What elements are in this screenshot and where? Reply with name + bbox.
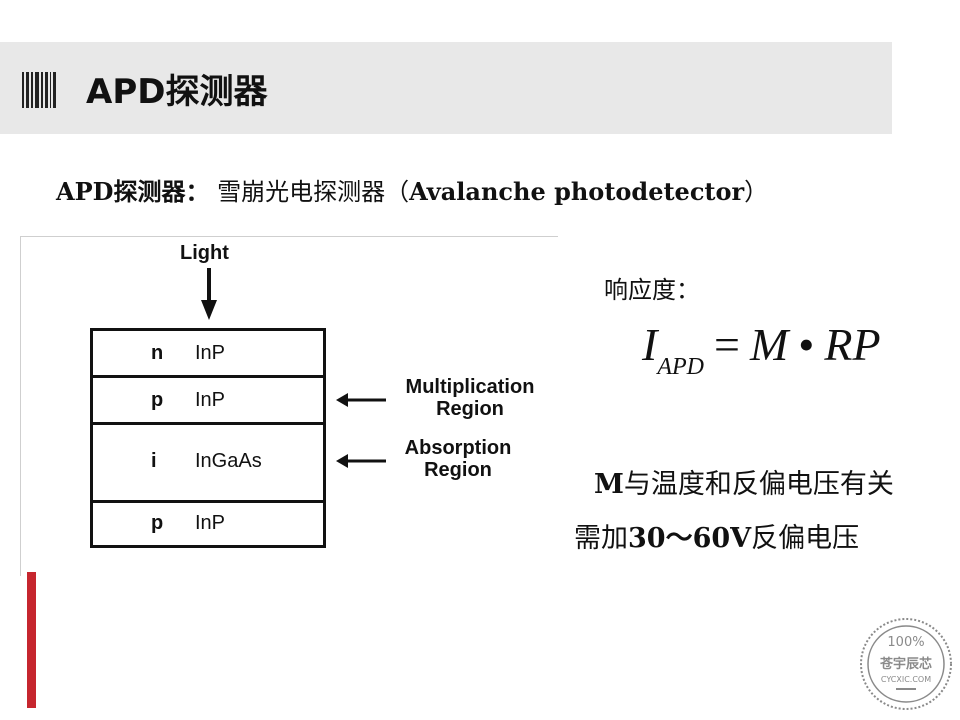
subtitle-middle: 雪崩光电探测器（ <box>209 178 410 206</box>
layer-p-inp-bottom: p InP <box>93 503 323 545</box>
light-arrow-icon <box>201 268 217 320</box>
layer-material: InP <box>195 512 226 534</box>
frame-border-left <box>20 236 21 576</box>
multiplication-arrow-icon <box>336 393 386 407</box>
page-title: APD探测器 <box>86 72 268 112</box>
layer-doping: i <box>151 450 157 472</box>
region-label-line2: Region <box>436 398 504 420</box>
layer-p-inp: p InP <box>93 378 323 425</box>
layer-doping: n <box>151 342 164 364</box>
light-label: Light <box>180 242 229 264</box>
multiplication-region-label: Multiplication Region <box>392 376 548 420</box>
formula-dot: • <box>798 319 815 370</box>
absorption-arrow-icon <box>336 454 386 468</box>
subtitle: APD探测器： 雪崩光电探测器（Avalanche photodetector） <box>56 172 768 207</box>
subtitle-suffix: ） <box>744 178 769 206</box>
formula-rhs: RP <box>824 319 881 370</box>
title-bar: APD探测器 <box>0 42 892 134</box>
layer-material: InP <box>195 389 226 411</box>
formula-lhs-subscript: APD <box>657 354 704 380</box>
note-line2-rest: 反偏电压 <box>751 523 860 554</box>
frame-border-top <box>20 236 558 237</box>
note-line2-prefix: 需加 <box>574 523 628 554</box>
responsivity-formula: IAPD =M•RP <box>642 318 881 380</box>
note-line1-rest: 与温度和反偏电压有关 <box>623 469 894 500</box>
diagram-frame <box>20 236 558 576</box>
layer-doping: p <box>151 389 164 411</box>
layer-stack: n InP p InP i InGaAs p InP <box>90 328 326 548</box>
stamp-bottom: CYCXIC.COM <box>881 675 931 684</box>
absorption-region-label: Absorption Region <box>392 437 524 481</box>
layer-doping: p <box>151 512 164 534</box>
note-voltage-range: 30～60V <box>628 523 752 554</box>
layer-material: InGaAs <box>195 450 262 472</box>
formula-lhs: I <box>642 319 658 370</box>
watermark-stamp: 100% 苍宇辰芯 CYCXIC.COM <box>860 618 952 710</box>
stamp-middle: 苍宇辰芯 <box>879 656 932 672</box>
note-temperature: M与温度和反偏电压有关 <box>594 462 894 501</box>
subtitle-english: Avalanche photodetector <box>409 177 745 206</box>
accent-bar <box>27 572 36 708</box>
formula-equals: = <box>713 319 740 370</box>
formula-m: M <box>749 319 789 370</box>
region-label-line1: Absorption <box>404 437 512 459</box>
note-m: M <box>594 469 624 500</box>
region-label-line1: Multiplication <box>405 376 535 398</box>
region-label-line2: Region <box>424 459 492 481</box>
stamp-top: 100% <box>887 635 924 650</box>
note-bias-voltage: 需加30～60V反偏电压 <box>574 516 859 555</box>
barcode-icon <box>22 72 56 108</box>
layer-i-ingaas: i InGaAs <box>93 425 323 503</box>
subtitle-prefix: APD探测器： <box>56 177 210 206</box>
responsivity-label: 响应度： <box>604 276 700 304</box>
layer-n-inp: n InP <box>93 331 323 378</box>
layer-material: InP <box>195 342 226 364</box>
